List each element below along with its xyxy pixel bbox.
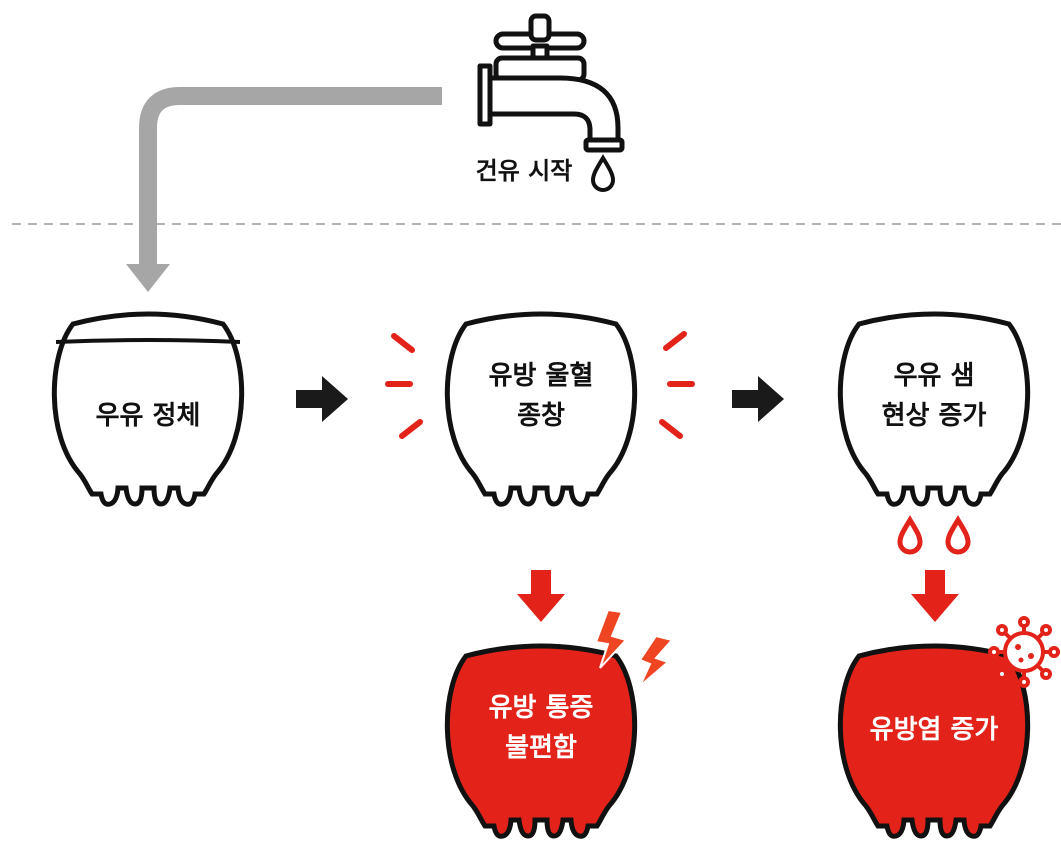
stage3-label-line2: 현상 증가 — [882, 401, 987, 431]
udder-result-mastitis: 유방염 증가 — [840, 646, 1027, 836]
lightning-icon — [594, 608, 674, 687]
pain-burst-marks — [385, 331, 695, 439]
result2-label: 유방염 증가 — [870, 715, 999, 745]
stage2-label-line1: 유방 울혈 — [489, 361, 594, 391]
stage2-label-line2: 종창 — [517, 401, 565, 431]
gray-flow-arrow — [126, 87, 442, 292]
stage3-label-line1: 우유 샘 — [894, 361, 975, 391]
black-arrow-2 — [732, 376, 784, 422]
udder-stage-milk-stasis: 우유 정체 — [54, 314, 241, 504]
virus-icon — [988, 616, 1060, 688]
start-label: 건유 시작 — [476, 157, 573, 185]
red-down-arrow-1 — [517, 570, 565, 622]
udder-stage-milk-leakage: 우유 샘 현상 증가 — [840, 314, 1027, 504]
udder-result-pain: 유방 통증 불편함 — [447, 646, 634, 836]
udder-stage-engorgement: 유방 울혈 종창 — [447, 314, 634, 504]
faucet-icon — [477, 13, 625, 153]
result1-label-line2: 불편함 — [505, 733, 577, 763]
red-down-arrow-2 — [911, 570, 959, 622]
water-drop-icon — [591, 156, 615, 192]
milk-drop-icon — [900, 520, 920, 552]
result1-label-line1: 유방 통증 — [489, 693, 594, 723]
stage1-label: 우유 정체 — [96, 401, 201, 431]
milk-drop-icon — [948, 520, 968, 552]
black-arrow-1 — [296, 376, 348, 422]
